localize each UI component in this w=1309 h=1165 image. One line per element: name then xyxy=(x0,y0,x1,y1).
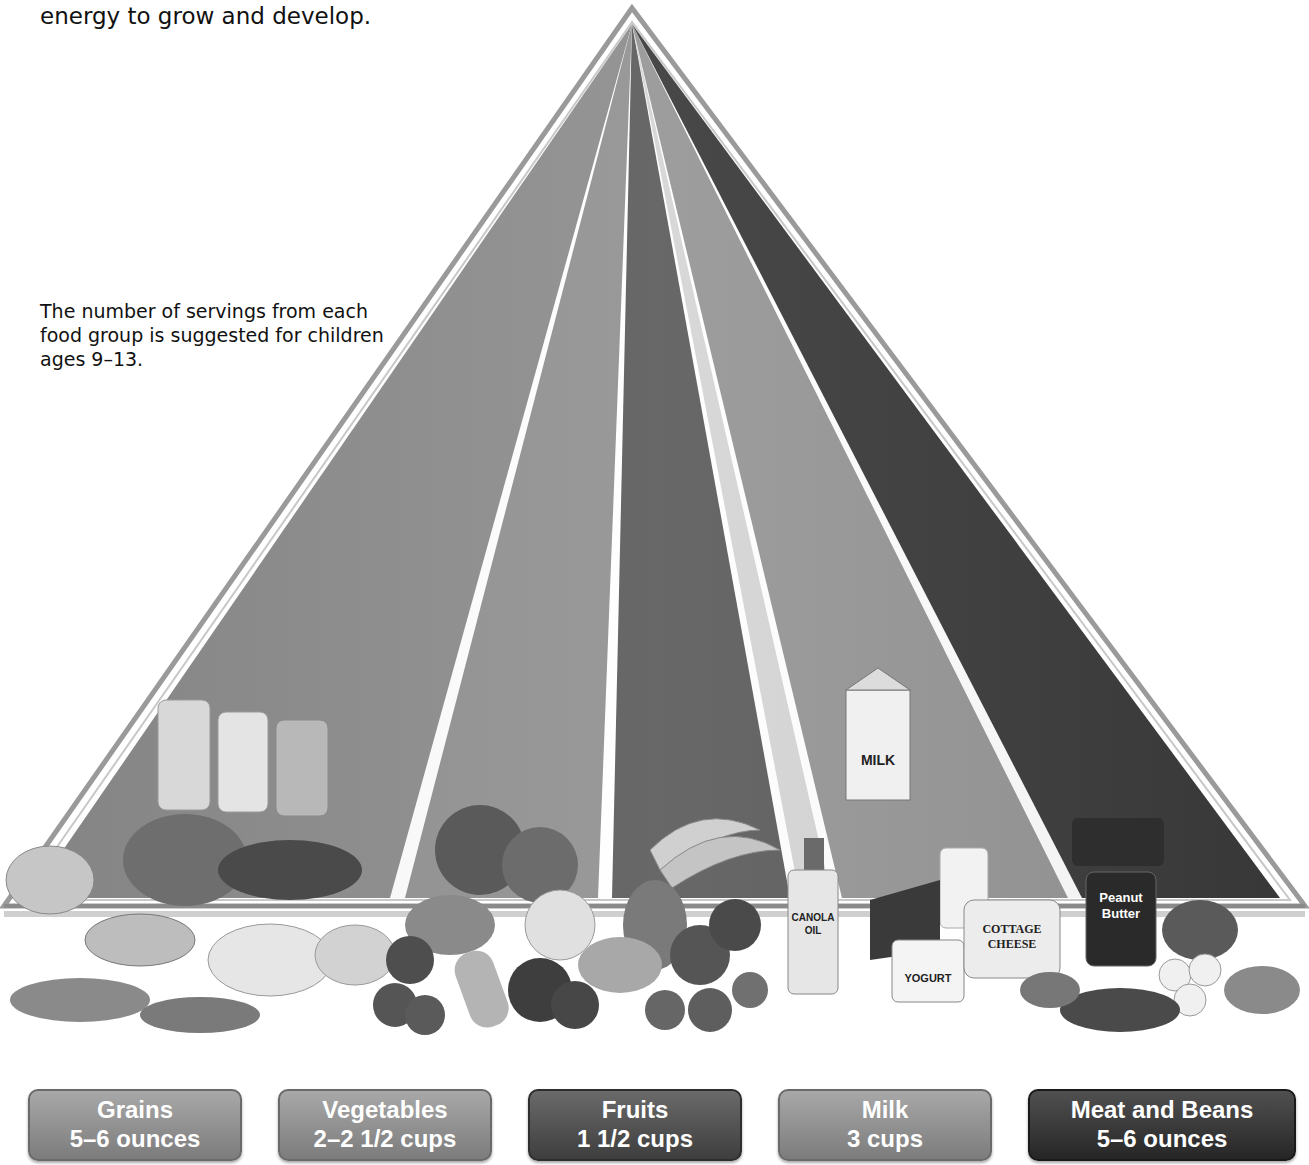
product-label: Peanut Butter xyxy=(1088,890,1154,923)
intro-text: energy to grow and develop. xyxy=(40,2,640,31)
group-name: Grains xyxy=(42,1096,228,1125)
food-group-box: Vegetables2–2 1/2 cups xyxy=(278,1089,492,1161)
fruits-food xyxy=(578,819,780,1032)
grains-food xyxy=(6,700,395,1033)
note-text: The number of servings from each food gr… xyxy=(40,300,385,371)
food-group-box: Fruits1 1/2 cups xyxy=(528,1089,742,1161)
serving-amount: 3 cups xyxy=(792,1125,978,1154)
serving-amount: 2–2 1/2 cups xyxy=(292,1125,478,1154)
serving-amount: 5–6 ounces xyxy=(1042,1125,1282,1154)
food-group-box: Grains5–6 ounces xyxy=(28,1089,242,1161)
group-name: Milk xyxy=(792,1096,978,1125)
product-label: MILK xyxy=(848,752,908,770)
meat-food xyxy=(1020,818,1300,1032)
vegetables-food xyxy=(373,805,599,1035)
pyramid-outline xyxy=(4,8,1305,906)
group-name: Fruits xyxy=(542,1096,728,1125)
group-name: Vegetables xyxy=(292,1096,478,1125)
food-group-box: Meat and Beans5–6 ounces xyxy=(1028,1089,1296,1161)
group-name: Meat and Beans xyxy=(1042,1096,1282,1125)
oil-bottle xyxy=(788,838,838,994)
serving-amount: 1 1/2 cups xyxy=(542,1125,728,1154)
product-label: CANOLA OIL xyxy=(790,912,836,937)
product-label: COTTAGE CHEESE xyxy=(968,922,1056,952)
food-group-box: Milk3 cups xyxy=(778,1089,992,1161)
milk-food xyxy=(846,668,1060,1002)
serving-amount: 5–6 ounces xyxy=(42,1125,228,1154)
product-label: YOGURT xyxy=(894,972,962,986)
